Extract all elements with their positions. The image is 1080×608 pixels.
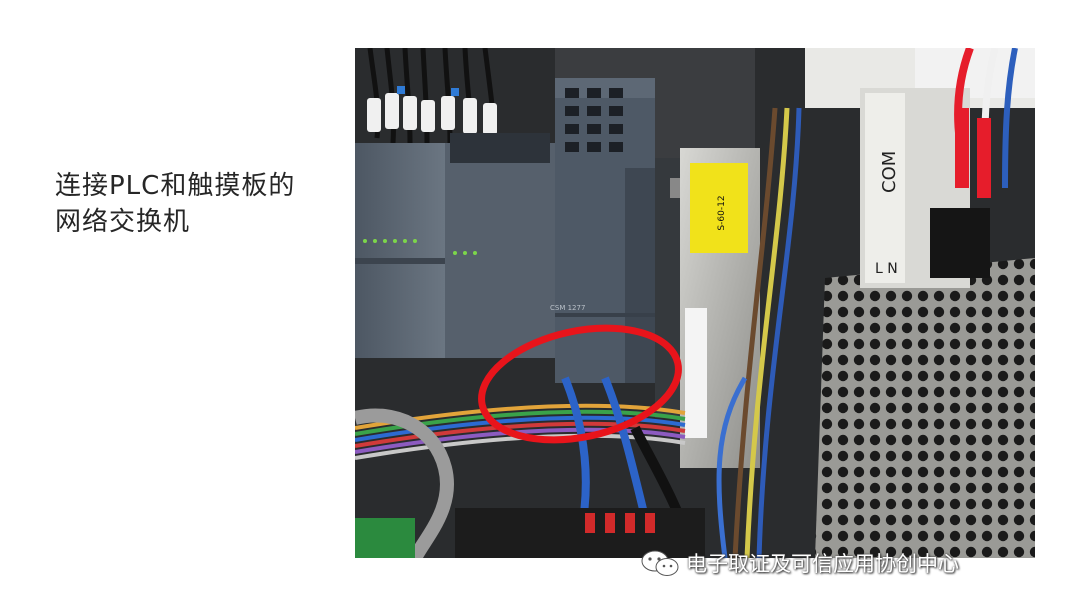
watermark: 电子取证及可信应用协创中心: [640, 548, 959, 578]
equipment-photo: CSM 1277 S-60-12 COM L N: [355, 48, 1035, 558]
grey-cable: [355, 408, 454, 558]
psu-terminal-strip: [685, 308, 707, 438]
switch-vent-holes: [565, 88, 623, 152]
wire-markers: [367, 93, 497, 135]
slide-caption: 连接PLC和触摸板的 网络交换机: [55, 168, 295, 240]
caption-line-2: 网络交换机: [55, 207, 191, 237]
plc-signal-module: [445, 143, 555, 358]
large-psu-mesh: [815, 258, 1035, 558]
terminal-blocks: [455, 508, 705, 558]
terminal-ln-label: L N: [875, 261, 898, 277]
psu-yellow-label: [690, 163, 748, 253]
psu-model-label: S-60-12: [717, 195, 727, 230]
plc-cpu-module: [355, 143, 445, 358]
terminal-wires: [954, 48, 1018, 198]
terminal-com-label: COM: [879, 151, 900, 193]
psu-wires: [716, 107, 802, 558]
highlight-circle: [478, 324, 682, 444]
photo-illustration: CSM 1277 S-60-12 COM L N: [355, 48, 1035, 558]
caption-line-1: 连接PLC和触摸板的: [55, 171, 296, 201]
watermark-text: 电子取证及可信应用协创中心: [686, 552, 959, 576]
wechat-icon: [641, 550, 679, 576]
module-model-label: CSM 1277: [550, 304, 585, 312]
